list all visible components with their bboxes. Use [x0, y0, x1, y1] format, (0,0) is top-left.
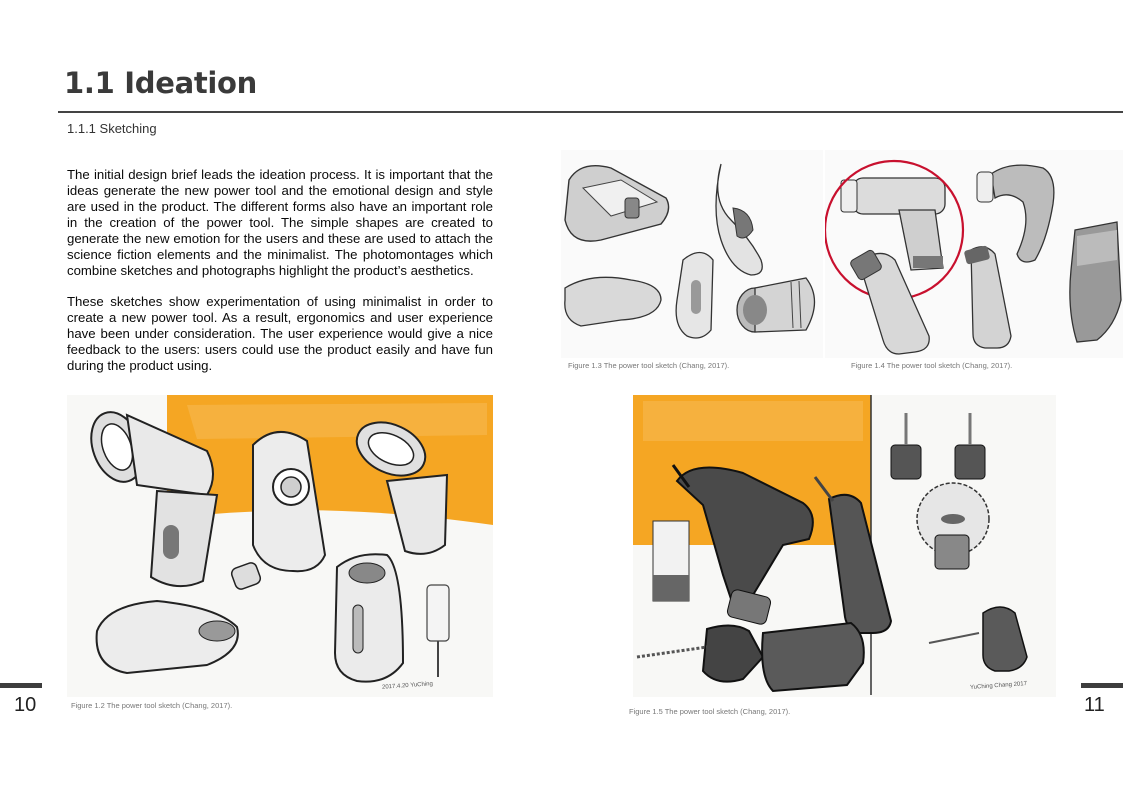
figure-1-3-sketch — [561, 150, 823, 358]
figure-1-2-sketch — [67, 395, 493, 697]
figure-1-3-caption: Figure 1.3 The power tool sketch (Chang,… — [568, 361, 730, 370]
right-page-marker — [1081, 683, 1123, 688]
page-number-right: 11 — [1084, 694, 1105, 716]
figure-1-4-sketch — [825, 150, 1123, 358]
page-title: 1.1 Ideation — [64, 66, 258, 100]
figure-1-5-caption: Figure 1.5 The power tool sketch (Chang,… — [629, 707, 791, 716]
figure-1-5-sketch — [633, 395, 1056, 697]
figure-1-2-caption: Figure 1.2 The power tool sketch (Chang,… — [71, 701, 233, 710]
section-subtitle: 1.1.1 Sketching — [67, 121, 157, 136]
figure-1-4-caption: Figure 1.4 The power tool sketch (Chang,… — [851, 361, 1013, 370]
page-number-left: 10 — [14, 694, 37, 716]
body-paragraph-1: The initial design brief leads the ideat… — [67, 167, 493, 278]
left-page-marker — [0, 683, 42, 688]
title-divider — [58, 111, 1123, 113]
body-paragraph-2: These sketches show experimentation of u… — [67, 294, 493, 373]
